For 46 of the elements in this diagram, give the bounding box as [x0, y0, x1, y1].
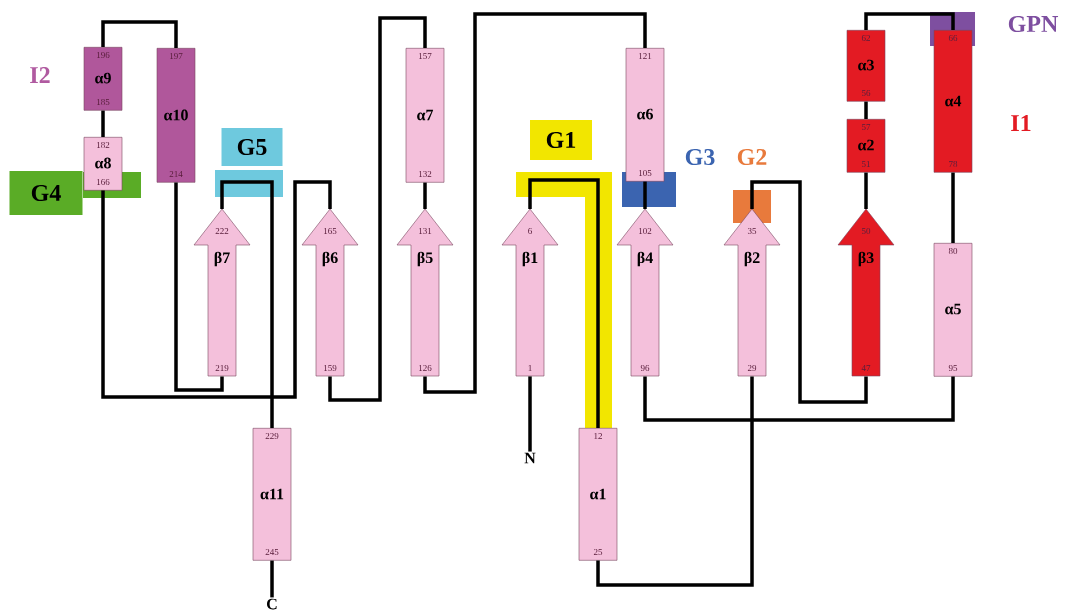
motif-box: G5	[221, 128, 283, 166]
connector-line	[528, 178, 600, 428]
beta-strand: β6 165 159	[301, 208, 359, 377]
motif-label: GPN	[1008, 15, 1059, 33]
helix-box: α8 182 166	[83, 137, 123, 191]
connector-line	[643, 181, 647, 209]
connector-line	[101, 180, 332, 399]
motif-label: I2	[30, 67, 50, 83]
motif-label: I1	[1011, 115, 1031, 131]
connector-line	[864, 172, 868, 209]
helix-box: α3 62 56	[846, 30, 886, 102]
beta-strand: β1 6 1	[501, 208, 559, 377]
motif-box: G1	[530, 120, 592, 160]
helix-box: α5 80 95	[933, 243, 973, 377]
connector-line	[643, 376, 955, 422]
connector-line	[220, 180, 274, 428]
connector-line	[528, 376, 532, 452]
helix-box: α2 57 51	[846, 119, 886, 173]
motif-label: G2	[737, 148, 767, 166]
connector-line	[328, 16, 427, 402]
connector-line	[423, 12, 647, 394]
connector-line	[101, 110, 105, 137]
beta-strand: β7 222 219	[193, 208, 251, 377]
terminus-label: N	[524, 452, 536, 464]
connector-line	[174, 182, 224, 392]
connector-line	[951, 172, 955, 243]
beta-strand: β2 35 29	[723, 208, 781, 377]
helix-box: α7 157 132	[405, 48, 445, 183]
connector-line	[864, 101, 868, 119]
connector-line	[101, 20, 178, 48]
connector-line	[423, 182, 427, 209]
connector-line	[596, 376, 754, 587]
helix-box: α11 229 245	[252, 428, 292, 561]
helix-box: α4 66 78	[933, 30, 973, 173]
beta-strand: β4 102 96	[616, 208, 674, 377]
connector-line	[864, 12, 955, 30]
beta-strand: β3 50 47	[837, 208, 895, 377]
helix-box: α10 197 214	[156, 48, 196, 183]
helix-box: α6 121 105	[625, 48, 665, 182]
connector-line	[270, 560, 274, 598]
terminus-label: C	[267, 598, 277, 610]
helix-box: α9 196 185	[83, 47, 123, 111]
helix-box: α1 12 25	[578, 428, 618, 561]
beta-strand: β5 131 126	[396, 208, 454, 377]
motif-label: G3	[685, 148, 715, 166]
connector-line	[750, 180, 868, 404]
